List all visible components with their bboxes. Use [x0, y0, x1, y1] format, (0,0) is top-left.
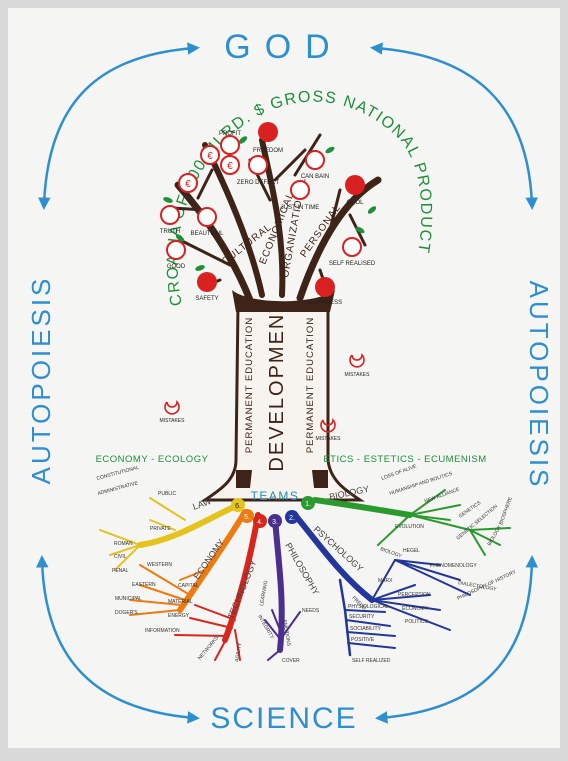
apple-label-truth: TRUTH [160, 229, 180, 235]
root-psychology-item-1: HEGEL [403, 548, 420, 554]
apple-label-good: GOOD [167, 264, 186, 270]
trunk-main-text: DEVELOPMENT [266, 298, 288, 471]
mid-label-left: ECONOMY - ECOLOGY [96, 454, 209, 465]
mid-label-right: ETICS - ESTETICS - ECUMENISM [323, 454, 486, 465]
badge-philosophy-num: 3. [272, 519, 278, 526]
root-psychology-item-8: POLITICS [405, 619, 428, 625]
badge-technology: 4. [253, 514, 267, 528]
apple-label-freedom: FREEDOM [253, 148, 283, 154]
apple-label-just-in-time: JUST IN TIME [281, 205, 319, 211]
apple-profit: PROFIT [219, 131, 241, 154]
root-economy-item-2: EASTERN [132, 582, 156, 588]
apple-label-zero-defect: ZERO DEFECT [237, 180, 280, 186]
badge-economy-num: 5. [244, 514, 250, 521]
root-psychology-item-11: SECURITY [349, 614, 375, 620]
frame-top: GOD [224, 28, 343, 66]
root-biology-item-4: EVOLUTION [395, 524, 424, 530]
mistake-label-3: MISTAKES [316, 436, 342, 442]
root-technology-item-1: MATERIAL [168, 599, 193, 605]
euro-icon: € [185, 179, 191, 190]
badge-philosophy: 3. [268, 514, 282, 528]
badge-psychology: 2. [285, 510, 299, 524]
badge-law: 6. [231, 498, 245, 512]
apple-label-beautiful: BEAUTIFUL [190, 231, 224, 237]
apple-truth: TRUTH [160, 206, 180, 235]
root-psychology-item-13: POSITIVE [351, 637, 375, 643]
badge-biology-num: 1. [305, 501, 311, 508]
badge-law-num: 6. [235, 503, 241, 510]
badge-technology-num: 4. [257, 519, 263, 526]
root-economy-item-4: CAPITAL [178, 583, 199, 589]
root-psychology-item-2: PHENOMENOLOGY [430, 563, 477, 569]
badge-biology: 1. [301, 496, 315, 510]
teams-label: TEAMS [251, 489, 300, 503]
root-law-item-7: PENAL [112, 568, 129, 574]
root-psychology-item-14: SELF REALIZED [352, 658, 391, 664]
apple-label-self-realised: SELF REALISED [329, 261, 376, 267]
root-economy-item-1: WESTERN [147, 562, 172, 568]
root-law-item-6: CIVIL [114, 554, 127, 560]
root-philosophy-item-4: COVER [282, 658, 300, 664]
root-law-item-5: ROMAN [114, 541, 133, 547]
apple-safety: SAFETY [195, 272, 218, 302]
apple-label-profit: PROFIT [219, 131, 241, 137]
mistake-label-1: MISTAKES [345, 372, 371, 378]
root-philosophy-item-5: NEEDS [302, 608, 320, 614]
root-psychology-item-12: SOCIABILITY [350, 626, 382, 632]
frame-bottom: SCIENCE [210, 702, 357, 735]
apple-label-cool: COOL [346, 200, 364, 206]
root-psychology-item-5: MARX [378, 578, 393, 584]
euro-icon: € [207, 151, 213, 162]
root-economy-item-5: DOGER'S [115, 610, 138, 616]
badge-economy: 5. [240, 509, 254, 523]
root-law-item-4: PRIVATE [150, 526, 171, 532]
mistake-label-2: MISTAKES [160, 418, 186, 424]
root-economy-item-3: MUNICIPAL [115, 596, 142, 602]
badge-psychology-num: 2. [289, 515, 295, 522]
apple-label-can-bain: CAN BAIN [301, 174, 329, 180]
apple-good: GOOD [167, 241, 186, 270]
trunk-side-right: PERMANENT EDUCATION [305, 317, 316, 453]
root-technology-item-2: ENERGY [168, 613, 190, 619]
apple-euro-1: € [201, 146, 219, 164]
root-psychology-item-7: ECONOMY [402, 606, 429, 612]
trunk-side-left: PERMANENT EDUCATION [244, 317, 255, 453]
root-psychology-item-10: PHYSIOLOGICAL [348, 604, 389, 610]
root-law-item-3: PUBLIC [158, 491, 176, 497]
apple-euro-2: € [221, 156, 239, 174]
apple-label-safety: SAFETY [195, 296, 218, 302]
apple-cool: COOL [345, 175, 365, 206]
frame-left: AUTOPOIESIS [26, 276, 56, 485]
frame-right: AUTOPOIESIS [524, 281, 554, 490]
euro-icon: € [227, 161, 233, 172]
root-psychology-item-6: PERCEPTION [398, 592, 431, 598]
root-technology-item-3: INFORMATION [145, 628, 180, 634]
apple-label-happiness: HAPPINESS [308, 300, 342, 306]
apple-euro-3: € [179, 174, 197, 192]
